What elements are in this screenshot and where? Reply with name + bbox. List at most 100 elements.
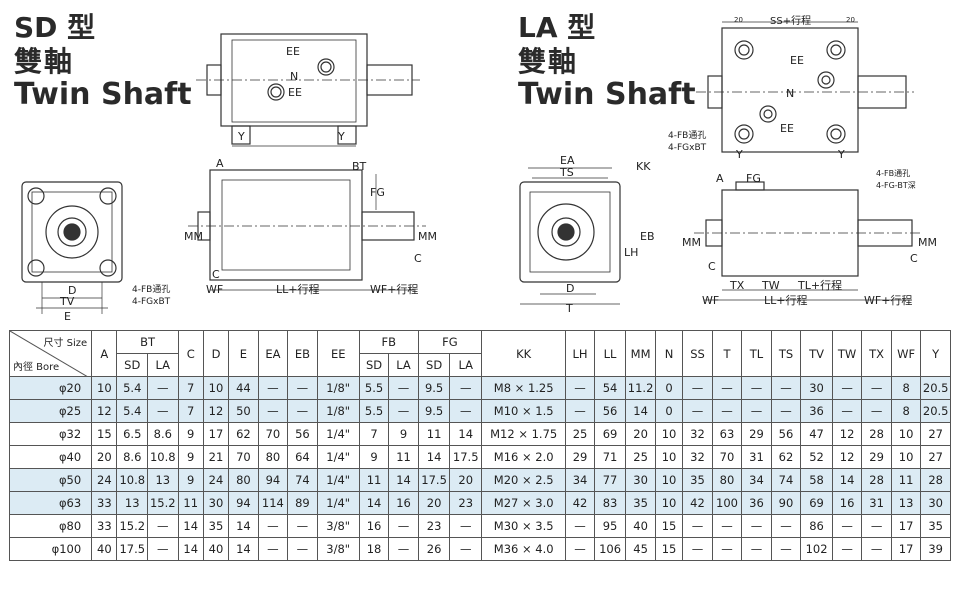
table-cell: 56: [593, 399, 627, 423]
table-cell: —: [147, 514, 179, 538]
table-cell: 15: [654, 514, 684, 538]
table-cell: 74: [770, 468, 802, 492]
corner-diagonal: [10, 331, 87, 376]
la-end-view: [519, 167, 621, 305]
table-cell: 14: [177, 537, 204, 561]
bore-cell: φ32: [8, 422, 93, 446]
table-cell: M8 × 1.25: [481, 376, 567, 400]
bore-cell: φ100: [8, 537, 93, 561]
table-cell: —: [682, 376, 713, 400]
table-cell: 10: [890, 445, 922, 469]
table-cell: 7: [358, 422, 390, 446]
col-wf: WF: [890, 330, 922, 377]
sd-label-y2: Y: [337, 130, 345, 143]
col-t: T: [711, 330, 743, 377]
table-cell: 10: [654, 445, 684, 469]
table-cell: —: [287, 376, 318, 400]
sd-label-bt: BT: [352, 160, 367, 173]
table-cell: 17: [890, 537, 922, 561]
table-cell: —: [741, 514, 772, 538]
la-label-c2: C: [910, 252, 918, 265]
table-cell: 102: [800, 537, 833, 561]
table-cell: 14: [417, 445, 451, 469]
table-cell: M30 × 3.5: [481, 514, 567, 538]
sd-label-ee1: EE: [286, 45, 300, 58]
table-cell: 29: [565, 445, 595, 469]
col-fg-sd: SD: [417, 353, 451, 377]
sd-label-e: E: [64, 310, 71, 323]
table-cell: 36: [800, 399, 833, 423]
table-cell: —: [449, 537, 483, 561]
table-cell: —: [565, 514, 595, 538]
la-label-tl: TL+行程: [797, 279, 842, 292]
la-label-fb-small: 4-FB通孔: [876, 168, 910, 178]
col-kk: KK: [481, 330, 567, 377]
table-cell: 20: [449, 468, 483, 492]
table-cell: 0: [654, 376, 684, 400]
table-cell: —: [565, 376, 595, 400]
table-cell: —: [711, 376, 743, 400]
table-cell: 14: [228, 537, 259, 561]
table-cell: 6.5: [116, 422, 149, 446]
table-cell: 36: [741, 491, 772, 515]
la-name-cn: 雙軸: [518, 45, 579, 78]
table-cell: 10: [890, 422, 922, 446]
table-cell: 17: [890, 514, 922, 538]
sd-label-n: N: [290, 70, 298, 83]
sd-title-block: SD 型 雙軸 Twin Shaft: [14, 14, 192, 110]
sd-label-ee2: EE: [288, 86, 302, 99]
col-y: Y: [920, 330, 951, 377]
table-cell: 95: [593, 514, 627, 538]
col-fb: FB: [358, 330, 419, 354]
table-cell: 10.8: [116, 468, 149, 492]
bore-cell: φ50: [8, 468, 93, 492]
la-name-en: Twin Shaft: [518, 77, 696, 112]
table-cell: 30: [920, 491, 951, 515]
table-cell: 114: [257, 491, 289, 515]
sd-label-ll: LL+行程: [276, 283, 319, 296]
table-cell: 80: [228, 468, 259, 492]
table-cell: 40: [91, 537, 118, 561]
table-cell: 10: [654, 468, 684, 492]
col-fb-sd: SD: [358, 353, 390, 377]
col-tx: TX: [861, 330, 892, 377]
table-cell: 40: [625, 514, 656, 538]
table-cell: 1/8": [316, 376, 360, 400]
table-cell: 24: [202, 468, 230, 492]
table-cell: 35: [682, 468, 713, 492]
table-cell: 86: [800, 514, 833, 538]
table-cell: 18: [358, 537, 390, 561]
table-cell: 13: [116, 491, 149, 515]
table-cell: 33: [91, 514, 118, 538]
table-corner-header: 尺寸 Size 內徑 Bore: [8, 330, 93, 377]
table-cell: —: [741, 376, 772, 400]
table-cell: —: [388, 399, 419, 423]
corner-size-label: 尺寸 Size: [43, 338, 88, 349]
table-cell: 5.5: [358, 399, 390, 423]
table-cell: 39: [920, 537, 951, 561]
col-ss: SS: [682, 330, 713, 377]
table-cell: —: [711, 399, 743, 423]
table-cell: 80: [711, 468, 743, 492]
table-cell: 12: [831, 422, 863, 446]
table-cell: 23: [417, 514, 451, 538]
sd-name-cn: 雙軸: [14, 45, 75, 78]
table-cell: 94: [257, 468, 289, 492]
table-cell: 47: [800, 422, 833, 446]
table-cell: —: [287, 514, 318, 538]
table-cell: 31: [861, 491, 892, 515]
table-cell: —: [287, 537, 318, 561]
la-label-kk: KK: [636, 160, 651, 173]
table-cell: 14: [228, 514, 259, 538]
table-cell: 32: [682, 445, 713, 469]
sd-label-mm1: MM: [184, 230, 203, 243]
table-cell: 29: [741, 422, 772, 446]
sd-label-c1: C: [212, 268, 220, 281]
table-cell: —: [861, 376, 892, 400]
table-cell: 16: [831, 491, 863, 515]
table-cell: 12: [831, 445, 863, 469]
